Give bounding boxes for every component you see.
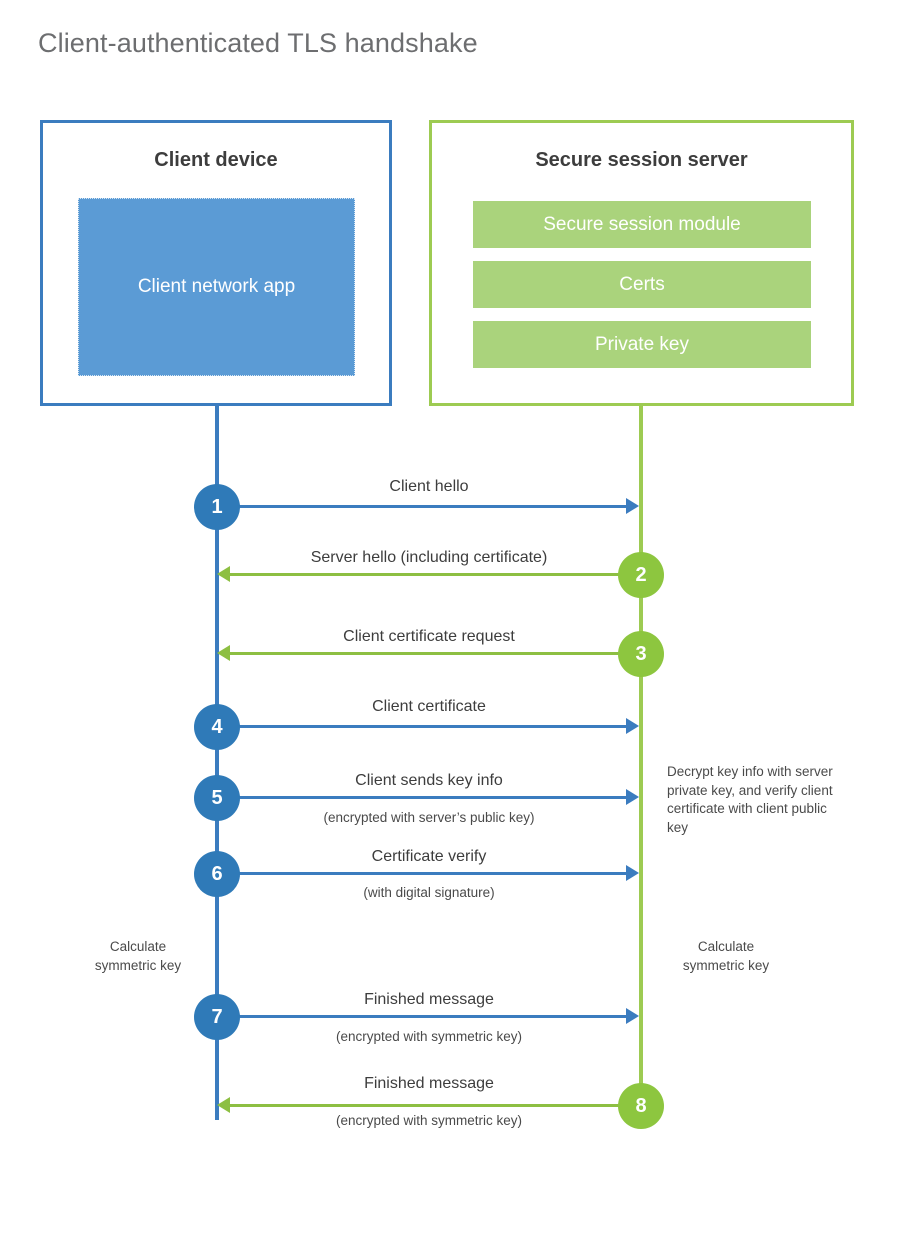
step-2-badge: 2 — [618, 552, 664, 598]
client-network-app-block: Client network app — [78, 198, 355, 376]
step-1-arrowhead-icon — [626, 498, 639, 514]
client-device-title: Client device — [154, 149, 278, 171]
server-decrypt-note: Decrypt key info with server private key… — [667, 764, 833, 835]
server-calculate-symmetric-key-note: Calculate symmetric key — [682, 939, 770, 973]
step-2-arrow-line — [230, 573, 641, 576]
step-5-sublabel: (encrypted with server’s public key) — [323, 810, 535, 825]
server-component-certs: Certs — [473, 261, 811, 308]
server-component-secure-session-module: Secure session module — [473, 201, 811, 248]
step-6-arrowhead-icon — [626, 865, 639, 881]
step-6-sublabel: (with digital signature) — [363, 885, 495, 900]
step-5-arrow-line — [217, 796, 626, 799]
step-1-label: Client hello — [389, 478, 469, 495]
step-6-label: Certificate verify — [371, 848, 487, 865]
step-8-badge: 8 — [618, 1083, 664, 1129]
step-7-arrow-line — [217, 1015, 626, 1018]
step-7-arrowhead-icon — [626, 1008, 639, 1024]
step-5-arrowhead-icon — [626, 789, 639, 805]
step-3-arrow-line — [230, 652, 641, 655]
step-6-arrow-line — [217, 872, 626, 875]
step-8-sublabel: (encrypted with symmetric key) — [335, 1113, 523, 1128]
step-4-arrowhead-icon — [626, 718, 639, 734]
client-calculate-symmetric-key-note: Calculate symmetric key — [94, 939, 182, 973]
server-component-list: Secure session module Certs Private key — [473, 201, 811, 368]
step-5-badge: 5 — [194, 775, 240, 821]
step-3-label: Client certificate request — [343, 628, 515, 645]
step-4-label: Client certificate — [372, 698, 486, 715]
client-lifeline — [215, 404, 219, 1120]
client-device-box: Client device Client network app — [40, 120, 392, 406]
step-3-arrowhead-icon — [217, 645, 230, 661]
page-title: Client-authenticated TLS handshake — [38, 28, 478, 58]
step-8-arrowhead-icon — [217, 1097, 230, 1113]
step-7-badge: 7 — [194, 994, 240, 1040]
step-8-label: Finished message — [364, 1075, 494, 1092]
server-component-private-key: Private key — [473, 321, 811, 368]
step-6-badge: 6 — [194, 851, 240, 897]
step-2-arrowhead-icon — [217, 566, 230, 582]
step-4-arrow-line — [217, 725, 626, 728]
step-3-badge: 3 — [618, 631, 664, 677]
step-7-sublabel: (encrypted with symmetric key) — [335, 1029, 523, 1044]
secure-session-server-title: Secure session server — [535, 149, 748, 171]
step-2-label: Server hello (including certificate) — [310, 549, 548, 566]
step-1-arrow-line — [217, 505, 626, 508]
step-8-arrow-line — [230, 1104, 641, 1107]
step-7-label: Finished message — [364, 991, 494, 1008]
secure-session-server-box: Secure session server Secure session mod… — [429, 120, 854, 406]
step-1-badge: 1 — [194, 484, 240, 530]
step-4-badge: 4 — [194, 704, 240, 750]
step-5-label: Client sends key info — [355, 772, 503, 789]
server-lifeline — [639, 404, 643, 1106]
